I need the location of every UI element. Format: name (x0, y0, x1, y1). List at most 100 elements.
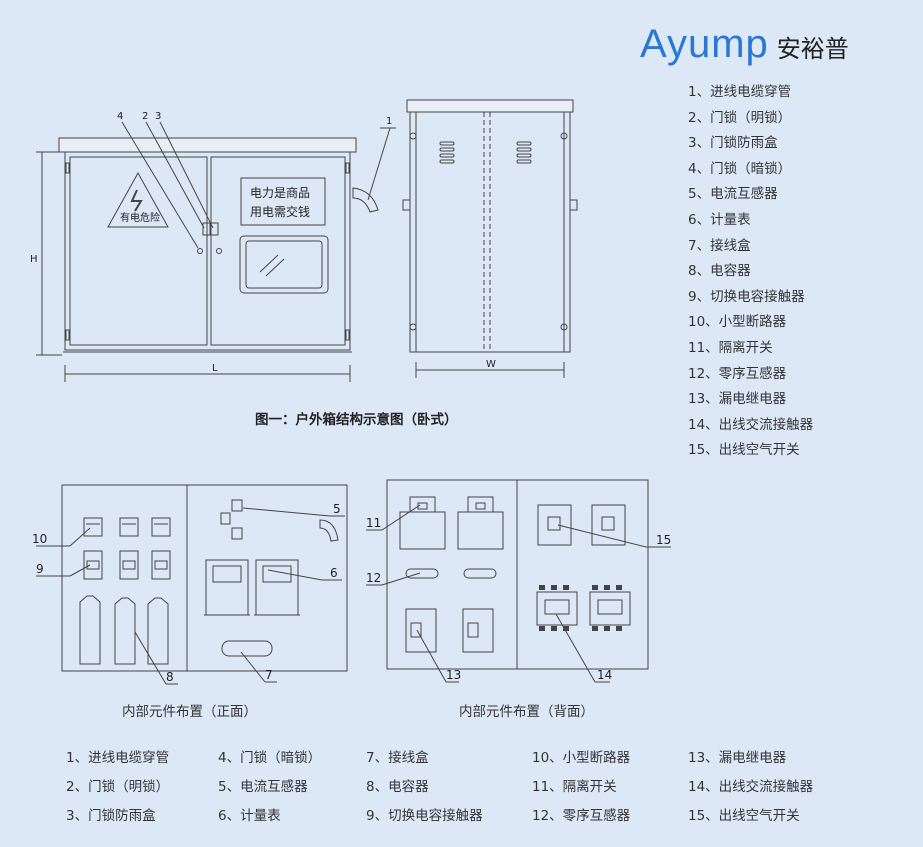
sign-line2: 用电需交钱 (250, 204, 310, 219)
legend-item: 14、出线交流接触器 (688, 416, 814, 433)
legend-item: 4、门锁（暗锁） (218, 750, 322, 766)
callout-6: 6 (330, 566, 338, 580)
side-roof (406, 99, 574, 113)
junction-box (221, 640, 273, 657)
callout-11: 11 (366, 516, 381, 530)
legend-item: 15、出线空气开关 (688, 808, 800, 824)
front-view (36, 121, 396, 382)
hinge (345, 162, 350, 174)
front-panel (61, 484, 348, 672)
mini-breakers (83, 517, 171, 537)
legend-item: 5、电流互感器 (218, 779, 308, 795)
legend-item: 11、隔离开关 (688, 339, 773, 356)
side-hinge (402, 199, 411, 211)
callout-8: 8 (166, 670, 174, 684)
callout-9: 9 (36, 562, 44, 576)
legend-item: 7、接线盒 (688, 237, 751, 254)
legend-item: 8、电容器 (688, 263, 751, 280)
front-layout-caption: 内部元件布置（正面） (122, 704, 257, 720)
callout-3: 3 (155, 111, 161, 122)
legend-item: 3、门锁防雨盒 (66, 808, 156, 824)
concealed-lock (197, 248, 203, 254)
energy-meter (205, 559, 249, 616)
brand-logo: Ayump 安裕普 (640, 22, 849, 67)
legend-item: 1、进线电缆穿管 (66, 750, 170, 766)
energy-meter (255, 559, 299, 616)
callout-2: 2 (142, 111, 148, 122)
vent-left (439, 141, 455, 164)
cabinet-roof (58, 137, 357, 153)
cabinet-body (64, 151, 351, 351)
back-layout-caption: 内部元件布置（背面） (459, 704, 594, 720)
legend-column: 7、接线盒 8、电容器 9、切换电容接触器 (366, 748, 483, 835)
legend-item: 11、隔离开关 (532, 779, 617, 795)
vent-right (516, 141, 532, 164)
legend-item: 12、零序互感器 (532, 808, 631, 824)
legend-column: 4、门锁（暗锁） 5、电流互感器 6、计量表 (218, 748, 321, 835)
side-hinge (569, 199, 578, 211)
legend-item: 10、小型断路器 (688, 314, 787, 331)
leakage-relay (405, 608, 437, 653)
legend-column: 10、小型断路器 11、隔离开关 12、零序互感器 (532, 748, 630, 835)
legend-item: 10、小型断路器 (532, 750, 631, 766)
current-transformer (231, 499, 243, 512)
component-legend: 1、进线电缆穿管 2、门锁（明锁） 3、门锁防雨盒 4、门锁（暗锁） 5、电流互… (688, 82, 813, 466)
brand-name-cn: 安裕普 (776, 35, 849, 63)
legend-item: 6、计量表 (688, 211, 751, 228)
exposed-lock (216, 248, 222, 254)
callout-10: 10 (32, 532, 47, 546)
warning-text: 有电危险 (120, 211, 160, 224)
hinge (65, 329, 70, 341)
legend-item: 2、门锁（明锁） (688, 109, 792, 126)
notice-sign (240, 177, 326, 226)
callout-14: 14 (597, 668, 612, 682)
warning-triangle (107, 171, 169, 228)
legend-item: 12、零序互感器 (688, 365, 787, 382)
switch-contactors (83, 550, 171, 580)
legend-item: 8、电容器 (366, 779, 429, 795)
internal-back (366, 479, 671, 683)
callout-4: 4 (117, 111, 123, 122)
right-door (210, 156, 346, 346)
sign-line1: 电力是商品 (250, 185, 310, 200)
callout-1: 1 (386, 116, 392, 127)
legend-item: 2、门锁（明锁） (66, 779, 170, 795)
air-switch (537, 504, 572, 546)
dim-height-label: H (30, 254, 38, 265)
ac-contactor (536, 591, 578, 626)
legend-column: 13、漏电继电器 14、出线交流接触器 15、出线空气开关 (688, 748, 813, 835)
legend-item: 1、进线电缆穿管 (688, 84, 792, 100)
figure-caption: 图一：户外箱结构示意图（卧式） (255, 412, 458, 428)
legend-item: 7、接线盒 (366, 750, 429, 766)
isolator-switches (399, 496, 504, 550)
callout-7: 7 (265, 668, 273, 682)
legend-item: 13、漏电继电器 (688, 391, 787, 408)
legend-item: 15、出线空气开关 (688, 442, 800, 459)
legend-item: 4、门锁（暗锁） (688, 160, 792, 177)
dim-width-label: W (486, 359, 496, 370)
legend-item: 13、漏电继电器 (688, 750, 787, 766)
hinge (65, 162, 70, 174)
capacitors (79, 595, 169, 665)
zero-sequence-ct (405, 568, 439, 579)
callout-12: 12 (366, 571, 381, 585)
internal-front (36, 484, 348, 685)
legend-item: 5、电流互感器 (688, 186, 778, 203)
legend-item: 9、切换电容接触器 (366, 808, 483, 824)
legend-item: 3、门锁防雨盒 (688, 135, 778, 152)
side-view (402, 99, 578, 378)
callout-13: 13 (446, 668, 461, 682)
legend-item: 9、切换电容接触器 (688, 288, 805, 305)
brand-name-en: Ayump (640, 22, 769, 66)
legend-item: 6、计量表 (218, 808, 281, 824)
legend-item: 14、出线交流接触器 (688, 779, 814, 795)
dim-length-label: L (212, 363, 218, 374)
legend-column: 1、进线电缆穿管 2、门锁（明锁） 3、门锁防雨盒 (66, 748, 169, 835)
hinge (345, 329, 350, 341)
left-door (69, 156, 208, 346)
callout-15: 15 (656, 533, 671, 547)
callout-5: 5 (333, 502, 341, 516)
lightning-icon (130, 189, 143, 212)
cable-conduit (352, 187, 379, 213)
